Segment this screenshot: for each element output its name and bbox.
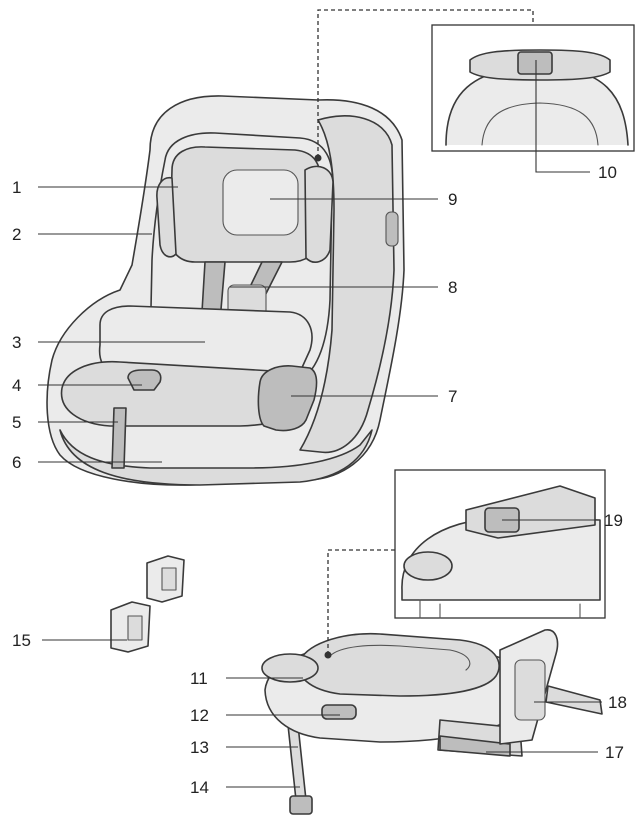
car-seat-illustration: [46, 95, 405, 486]
callout-8: 8: [448, 278, 457, 297]
callout-14: 14: [190, 778, 209, 797]
isofix-connector-guides: [110, 555, 185, 653]
callout-1: 1: [12, 178, 21, 197]
callout-10: 10: [598, 163, 617, 182]
leader-lines: [38, 60, 602, 788]
inset-detail-10: [314, 9, 635, 162]
callout-6: 6: [12, 453, 21, 472]
callout-13: 13: [190, 738, 209, 757]
callout-11: 11: [190, 669, 208, 688]
callout-17: 17: [605, 743, 624, 762]
callout-3: 3: [12, 333, 21, 352]
callout-18: 18: [608, 693, 627, 712]
inset-detail-19: [324, 469, 606, 659]
callout-4: 4: [12, 376, 21, 395]
callout-numbers: 1 2 3 4 5 6 7 8 9 10 11 12 13 14 15 17 1…: [12, 163, 627, 797]
isofix-base-illustration: [261, 629, 603, 815]
callout-15: 15: [12, 631, 31, 650]
callout-5: 5: [12, 413, 21, 432]
callout-19: 19: [604, 511, 623, 530]
callout-2: 2: [12, 225, 21, 244]
callout-7: 7: [448, 387, 457, 406]
callout-12: 12: [190, 706, 209, 725]
leader-10: [535, 60, 590, 173]
callout-9: 9: [448, 190, 457, 209]
